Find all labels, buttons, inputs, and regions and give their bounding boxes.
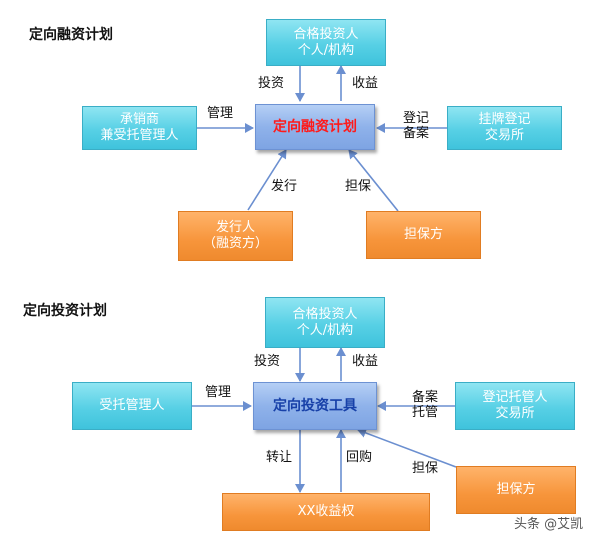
guarantor-box-1: 担保方	[366, 211, 481, 259]
rights-box: XX收益权	[222, 493, 430, 531]
arrow-guarantee-1	[348, 149, 399, 212]
label-register: 登记 备案	[403, 111, 430, 141]
label-income-2: 收益	[352, 354, 379, 369]
guarantor-box-2: 担保方	[456, 466, 576, 514]
label-buyback: 回购	[346, 450, 373, 465]
underwriter-box: 承销商 兼受托管理人	[82, 106, 197, 150]
center-box-investment-tool: 定向投资工具	[253, 382, 377, 430]
section-title-financing: 定向融资计划	[29, 27, 113, 43]
label-record: 备案 托管	[412, 390, 439, 420]
registry-box: 挂牌登记 交易所	[447, 106, 562, 150]
investor-box: 合格投资人 个人/机构	[266, 19, 386, 66]
trustee-box: 受托管理人	[72, 382, 192, 430]
watermark-text: 头条 @艾凯	[514, 517, 584, 532]
label-manage-2: 管理	[205, 385, 232, 400]
label-guarantee-2: 担保	[412, 461, 439, 476]
label-transfer: 转让	[266, 450, 293, 465]
label-invest-2: 投资	[254, 354, 281, 369]
center-box-financing-plan: 定向融资计划	[255, 104, 375, 150]
label-income: 收益	[352, 76, 379, 91]
arrow-guarantee-2	[357, 428, 457, 468]
section-title-investment: 定向投资计划	[23, 303, 107, 319]
custodian-box: 登记托管人 交易所	[455, 382, 575, 430]
label-guarantee: 担保	[345, 179, 372, 194]
label-invest: 投资	[258, 76, 285, 91]
arrow-issue-1	[247, 149, 287, 211]
label-issue: 发行	[271, 179, 298, 194]
investor-box-2: 合格投资人 个人/机构	[265, 297, 385, 348]
label-manage: 管理	[207, 106, 234, 121]
issuer-box: 发行人 （融资方）	[178, 211, 293, 261]
